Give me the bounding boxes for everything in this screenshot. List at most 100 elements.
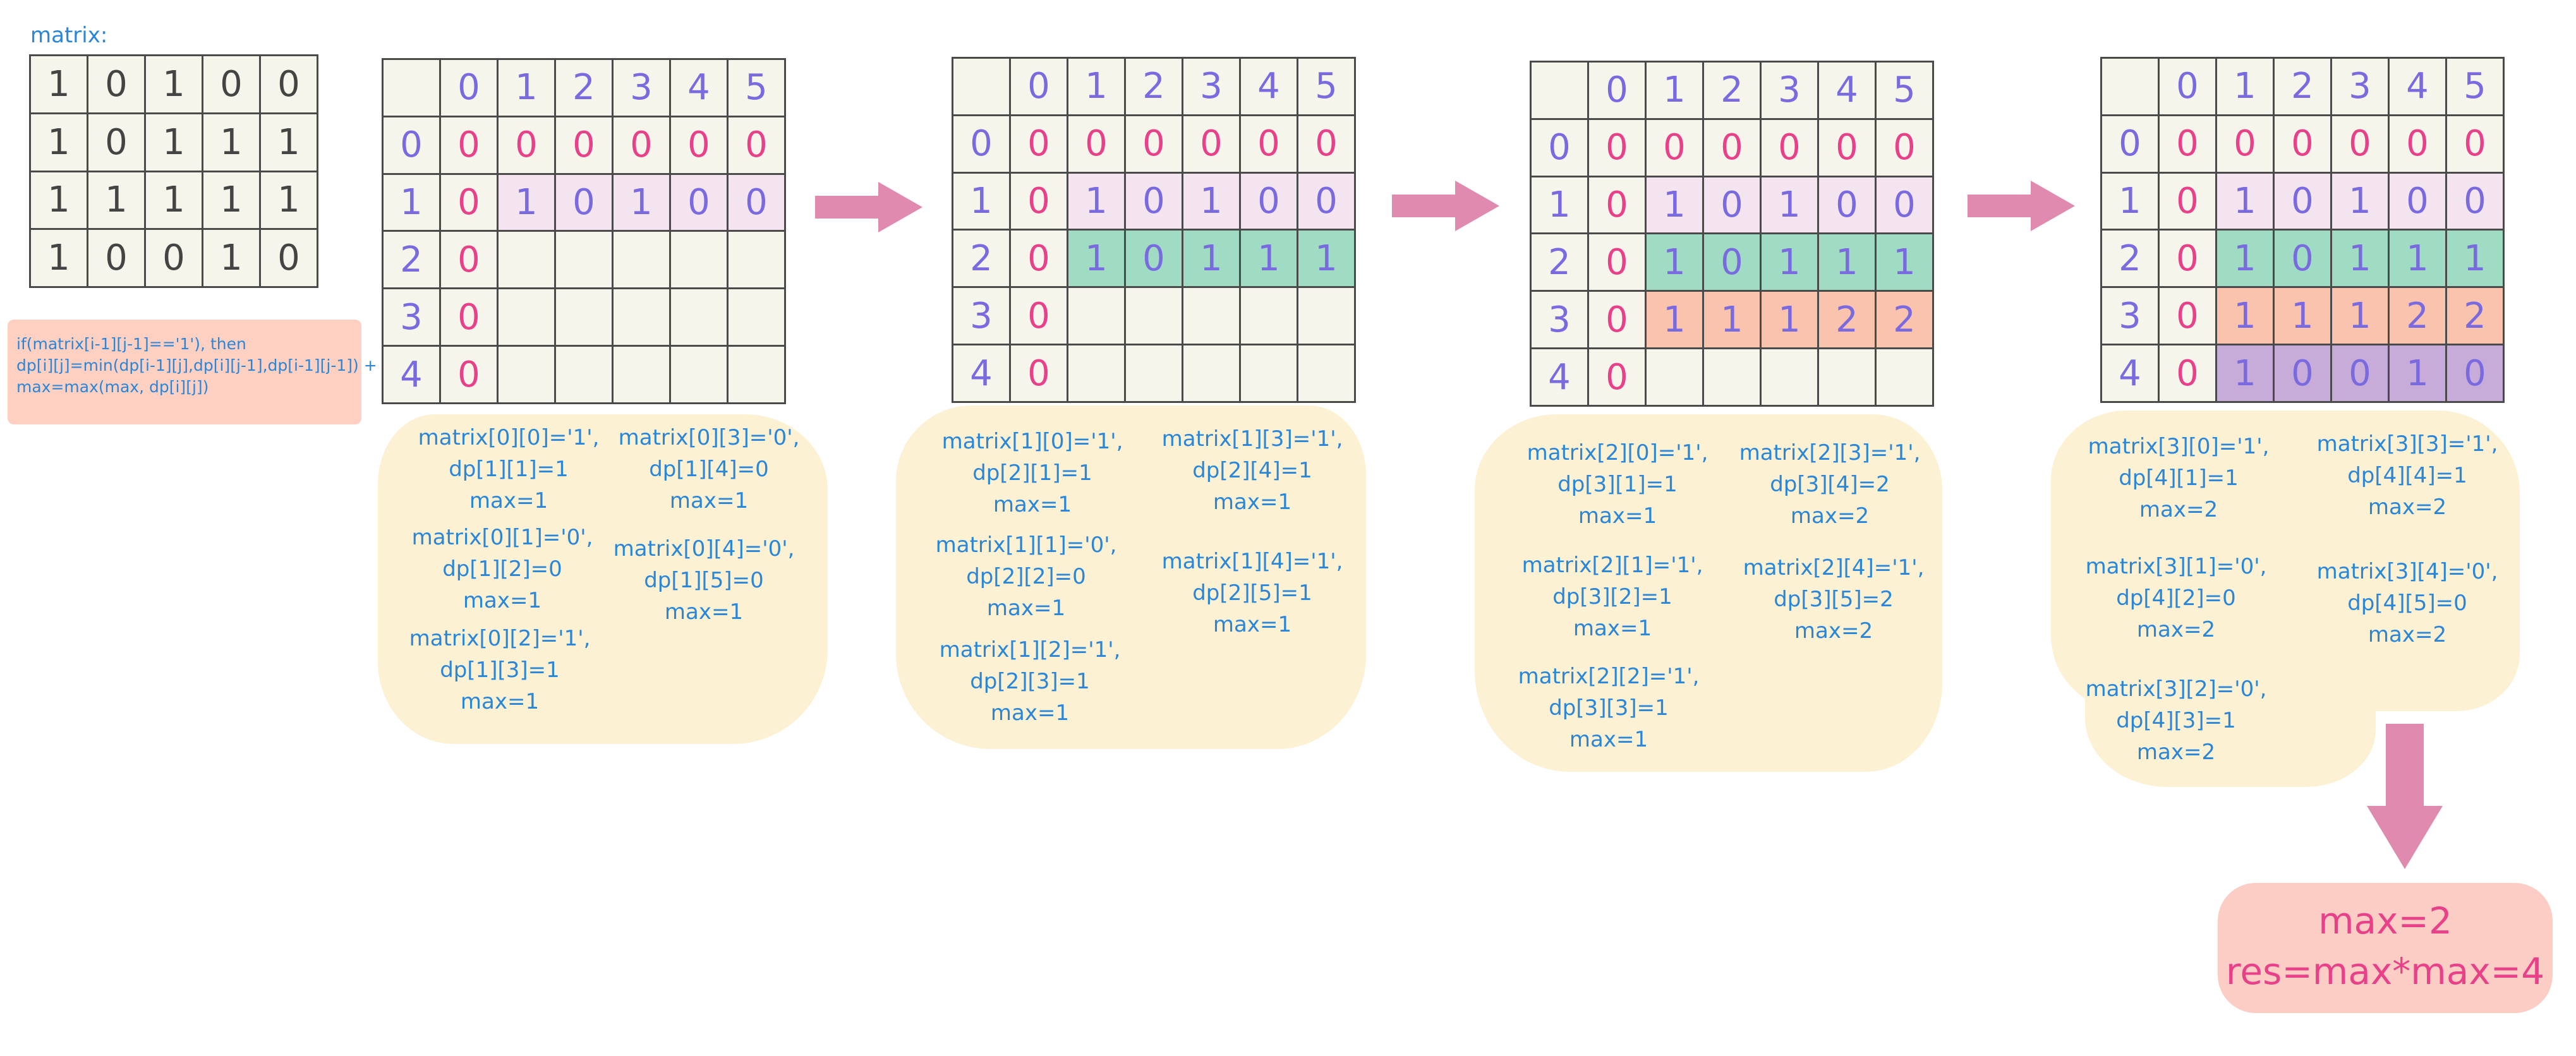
matrix-cell: 0 [87, 54, 146, 114]
matrix-cell: 1 [202, 228, 261, 288]
dp-cell [1239, 286, 1298, 346]
dp-cell [669, 230, 729, 290]
dp-cell: 1 [1702, 290, 1762, 350]
dp-cell: 0 [1760, 117, 1819, 177]
dp-cell: 0 [2273, 171, 2332, 231]
matrix-cell: 0 [259, 54, 318, 114]
dp-col-header: 1 [2215, 57, 2275, 116]
dp-cell: 2 [2445, 286, 2505, 346]
dp-cell [1297, 344, 1356, 403]
dp-cell: 0 [1124, 114, 1183, 174]
dp-col-header: 2 [2273, 57, 2332, 116]
matrix-cell: 1 [259, 170, 318, 231]
result-res: res=max*max=4 [2225, 950, 2545, 993]
dp-corner-cell [2100, 57, 2160, 116]
dp-cell: 0 [2158, 171, 2217, 231]
dp-cell [727, 287, 786, 347]
dp-cell: 0 [1702, 232, 1762, 292]
dp-row-header: 2 [382, 230, 441, 290]
dp-cell: 1 [1645, 175, 1704, 235]
dp-cell: 1 [1067, 171, 1126, 231]
formula-line-1: if(matrix[i-1][j-1]=='1'), then [16, 335, 246, 353]
dp-cell: 1 [1239, 229, 1298, 289]
dp-cell: 1 [1182, 229, 1241, 289]
dp-col-header: 2 [1702, 61, 1762, 120]
dp-cell: 1 [1297, 229, 1356, 289]
dp-cell [554, 345, 614, 404]
dp-cell: 1 [2215, 229, 2275, 289]
dp-cell [497, 287, 556, 347]
dp-col-header: 0 [1009, 57, 1068, 116]
dp-col-header: 3 [2330, 57, 2390, 116]
dp-cell: 0 [1587, 347, 1647, 407]
dp-cell: 0 [2330, 344, 2390, 403]
dp-cell: 0 [439, 115, 499, 175]
notes-blob-step-2 [896, 405, 1366, 749]
dp-cell: 0 [1009, 171, 1068, 231]
dp-cell: 0 [1182, 114, 1241, 174]
right-arrow-icon [1392, 181, 1499, 231]
dp-cell [669, 287, 729, 347]
dp-cell [497, 345, 556, 404]
matrix-cell: 1 [29, 228, 88, 288]
notes-blob-step-3 [1475, 414, 1942, 772]
dp-row-header: 3 [382, 287, 441, 347]
dp-cell [554, 287, 614, 347]
dp-cell: 0 [497, 115, 556, 175]
dp-col-header: 4 [1817, 61, 1877, 120]
dp-cell: 1 [1645, 232, 1704, 292]
dp-cell: 0 [2445, 344, 2505, 403]
dp-corner-cell [1530, 61, 1589, 120]
dp-cell: 0 [1009, 114, 1068, 174]
dp-cell: 1 [1760, 175, 1819, 235]
dp-col-header: 2 [1124, 57, 1183, 116]
dp-col-header: 5 [727, 58, 786, 117]
dp-row-header: 0 [2100, 114, 2160, 174]
matrix-cell: 1 [144, 112, 203, 172]
dp-cell: 0 [727, 172, 786, 232]
dp-cell: 0 [1067, 114, 1126, 174]
dp-cell [1760, 347, 1819, 407]
result-max: max=2 [2318, 899, 2452, 942]
dp-cell: 1 [612, 172, 671, 232]
dp-cell: 0 [612, 115, 671, 175]
dp-cell: 1 [1067, 229, 1126, 289]
dp-cell: 0 [1124, 229, 1183, 289]
dp-cell: 0 [1875, 175, 1934, 235]
dp-cell: 0 [669, 115, 729, 175]
dp-cell: 0 [1702, 117, 1762, 177]
notes-blob-step-1 [378, 414, 828, 744]
dp-col-header: 1 [497, 58, 556, 117]
dp-row-header: 1 [2100, 171, 2160, 231]
dp-cell: 1 [1875, 232, 1934, 292]
dp-cell: 1 [2445, 229, 2505, 289]
matrix-cell: 0 [259, 228, 318, 288]
dp-col-header: 2 [554, 58, 614, 117]
dp-row-header: 4 [2100, 344, 2160, 403]
dp-cell: 0 [439, 345, 499, 404]
matrix-cell: 1 [202, 112, 261, 172]
dp-cell [1182, 286, 1241, 346]
